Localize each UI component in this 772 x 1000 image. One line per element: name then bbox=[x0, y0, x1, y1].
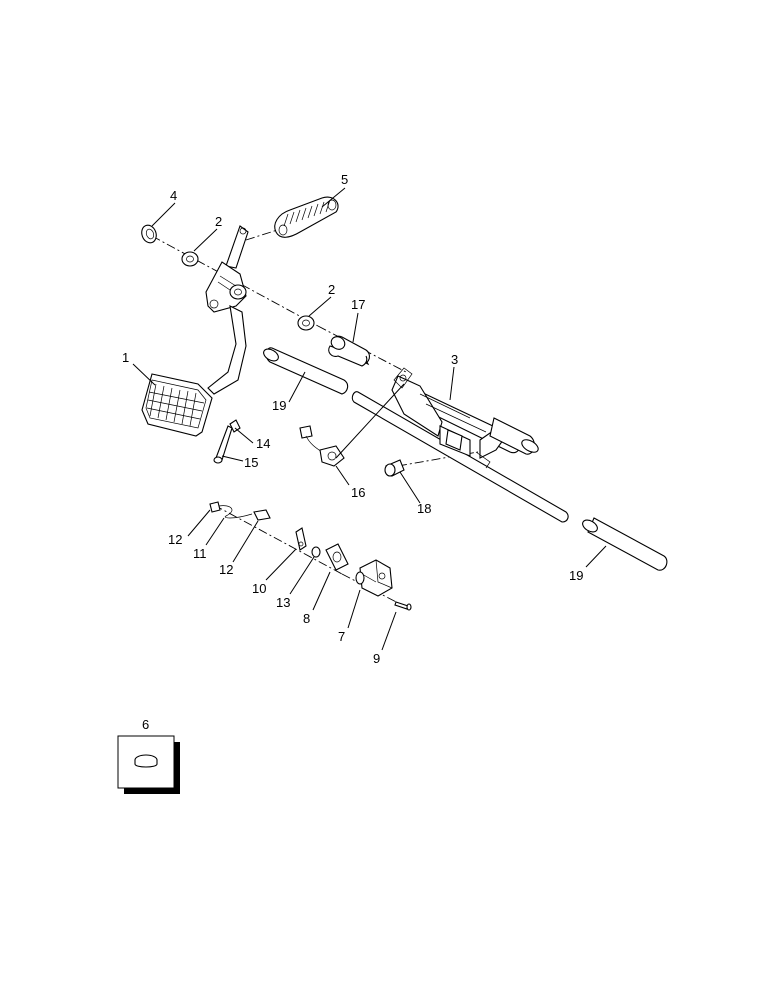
callout-7: 7 bbox=[338, 629, 345, 644]
callout-11: 11 bbox=[193, 546, 207, 561]
part-snap-ring bbox=[141, 224, 157, 244]
part-clip bbox=[295, 527, 307, 551]
part-return-spring bbox=[274, 196, 339, 238]
part-washer-upper bbox=[181, 251, 199, 267]
part-pedal-assembly bbox=[141, 225, 249, 437]
part-screw bbox=[394, 601, 412, 611]
callout-15: 15 bbox=[244, 455, 258, 470]
callout-9: 9 bbox=[373, 651, 380, 666]
part-bolt bbox=[384, 459, 405, 477]
part-tube-left bbox=[263, 347, 349, 395]
part-tube-right bbox=[582, 517, 668, 571]
part-switch-housing bbox=[355, 559, 393, 597]
callout-13: 13 bbox=[276, 595, 290, 610]
part-gasket-plate bbox=[325, 543, 349, 571]
callout-labels: 1 2 2 3 4 5 6 7 8 9 10 11 12 12 13 14 15… bbox=[122, 172, 583, 732]
leader-lines bbox=[132, 187, 607, 651]
callout-18: 18 bbox=[417, 501, 431, 516]
callout-14: 14 bbox=[256, 436, 270, 451]
callout-6: 6 bbox=[142, 717, 149, 732]
callout-3: 3 bbox=[451, 352, 458, 367]
callout-2-lower: 2 bbox=[328, 282, 335, 297]
callout-16: 16 bbox=[351, 485, 365, 500]
part-shaft-assembly bbox=[351, 367, 569, 523]
callout-2-upper: 2 bbox=[215, 214, 222, 229]
part-kit-inset bbox=[117, 735, 180, 794]
part-bushing bbox=[328, 335, 371, 367]
callout-19-left: 19 bbox=[272, 398, 286, 413]
callout-1: 1 bbox=[122, 350, 129, 365]
callout-17: 17 bbox=[351, 297, 365, 312]
part-cable-assembly bbox=[209, 501, 271, 521]
callout-5: 5 bbox=[341, 172, 348, 187]
pedal-pad-tread bbox=[146, 383, 205, 427]
callout-12-left: 12 bbox=[168, 532, 182, 547]
part-switch-sensor bbox=[299, 425, 345, 467]
callout-10: 10 bbox=[252, 581, 266, 596]
part-small-washer bbox=[311, 546, 321, 558]
part-washer-lower bbox=[297, 315, 315, 331]
callout-12-right: 12 bbox=[219, 562, 233, 577]
part-pins bbox=[213, 419, 241, 464]
callout-8: 8 bbox=[303, 611, 310, 626]
callout-4: 4 bbox=[170, 188, 177, 203]
callout-19-right: 19 bbox=[569, 568, 583, 583]
